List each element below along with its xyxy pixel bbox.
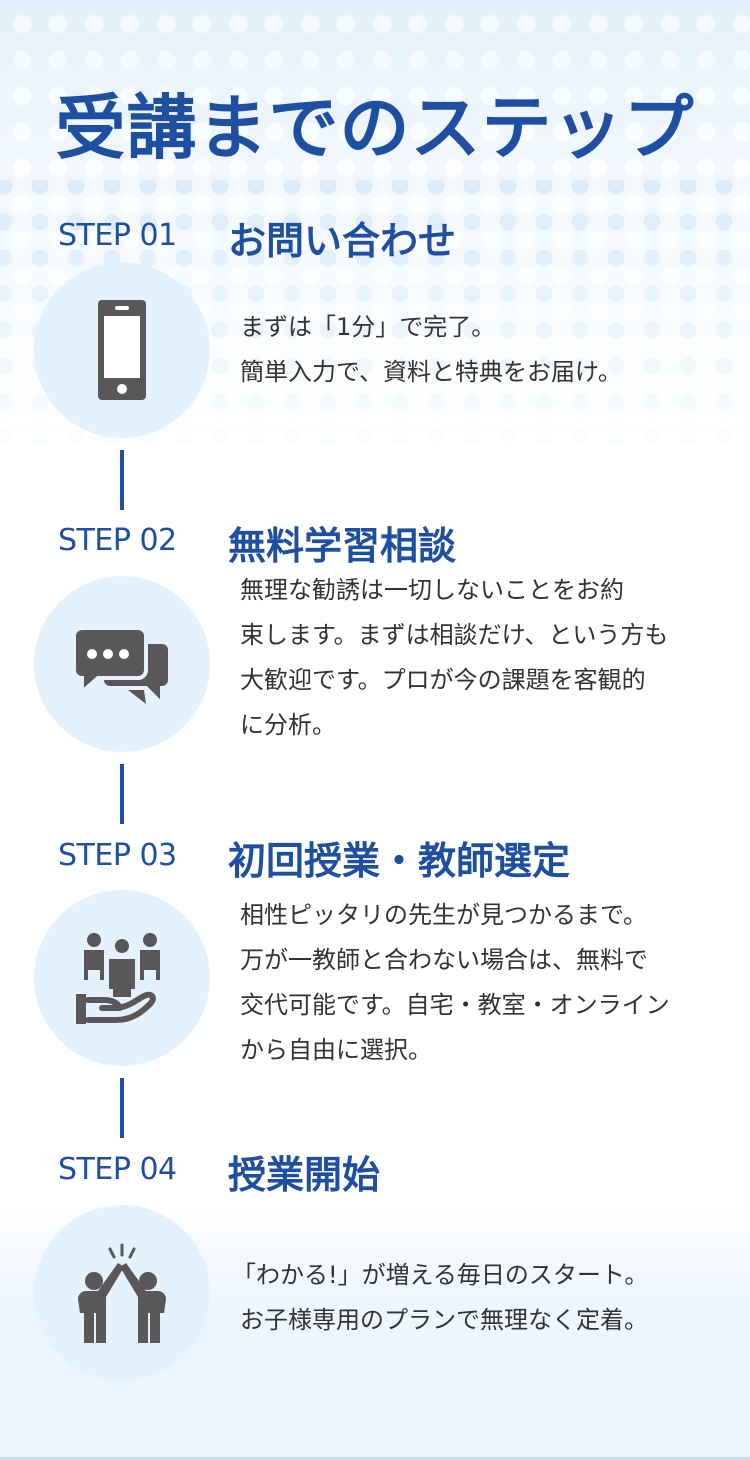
- description-line: 簡単入力で、資料と特典をお届け。: [240, 358, 622, 386]
- step-title: 無料学習相談: [228, 524, 457, 568]
- description-line: 万が一教師と合わない場合は、無料で: [240, 946, 648, 974]
- description-line: 交代可能です。自宅・教室・オンライン: [240, 991, 670, 1019]
- high-five-icon: [78, 1243, 166, 1343]
- step-label: STEP 01: [58, 218, 177, 253]
- step-title: お問い合わせ: [228, 219, 457, 263]
- step-label: STEP 03: [58, 838, 177, 873]
- step-description: 相性ピッタリの先生が見つかるまで。 万が一教師と合わない場合は、無料で 交代可能…: [240, 893, 710, 1073]
- step-description: 無理な勧誘は一切しないことをお約 束します。まずは相談だけ、という方も 大歓迎で…: [240, 568, 710, 748]
- description-line: 束します。まずは相談だけ、という方も: [240, 621, 669, 649]
- step-connector: [120, 1078, 124, 1138]
- icon-circle: [34, 890, 210, 1066]
- step-title: 授業開始: [228, 1153, 381, 1197]
- smartphone-icon: [98, 300, 146, 400]
- description-line: 大歓迎です。プロが今の課題を客観的: [240, 666, 646, 694]
- icon-circle: [34, 262, 210, 438]
- chat-bubbles-icon: [72, 626, 172, 709]
- step-connector: [120, 764, 124, 824]
- description-line: お子様専用のプランで無理なく定着。: [240, 1306, 648, 1334]
- icon-circle: [34, 1205, 210, 1381]
- icon-circle: [34, 576, 210, 752]
- description-line: から自由に選択。: [240, 1036, 432, 1064]
- description-line: に分析。: [240, 711, 336, 739]
- description-line: 無理な勧誘は一切しないことをお約: [240, 576, 624, 604]
- description-line: まずは「1分」で完了。: [240, 313, 496, 341]
- step-title: 初回授業・教師選定: [228, 839, 571, 883]
- step-connector: [120, 450, 124, 510]
- description-line: 相性ピッタリの先生が見つかるまで。: [240, 901, 648, 929]
- step-description: まずは「1分」で完了。 簡単入力で、資料と特典をお届け。: [240, 305, 710, 395]
- page-title: 受講までのステップ: [55, 87, 695, 169]
- step-description: 「わかる!」が増える毎日のスタート。 お子様専用のプランで無理なく定着。: [232, 1253, 702, 1343]
- bottom-border: [0, 1457, 750, 1460]
- people-in-hand-icon: [76, 933, 160, 1024]
- step-label: STEP 02: [58, 523, 177, 558]
- description-line: 「わかる!」が増える毎日のスタート。: [232, 1261, 649, 1289]
- step-label: STEP 04: [58, 1152, 177, 1187]
